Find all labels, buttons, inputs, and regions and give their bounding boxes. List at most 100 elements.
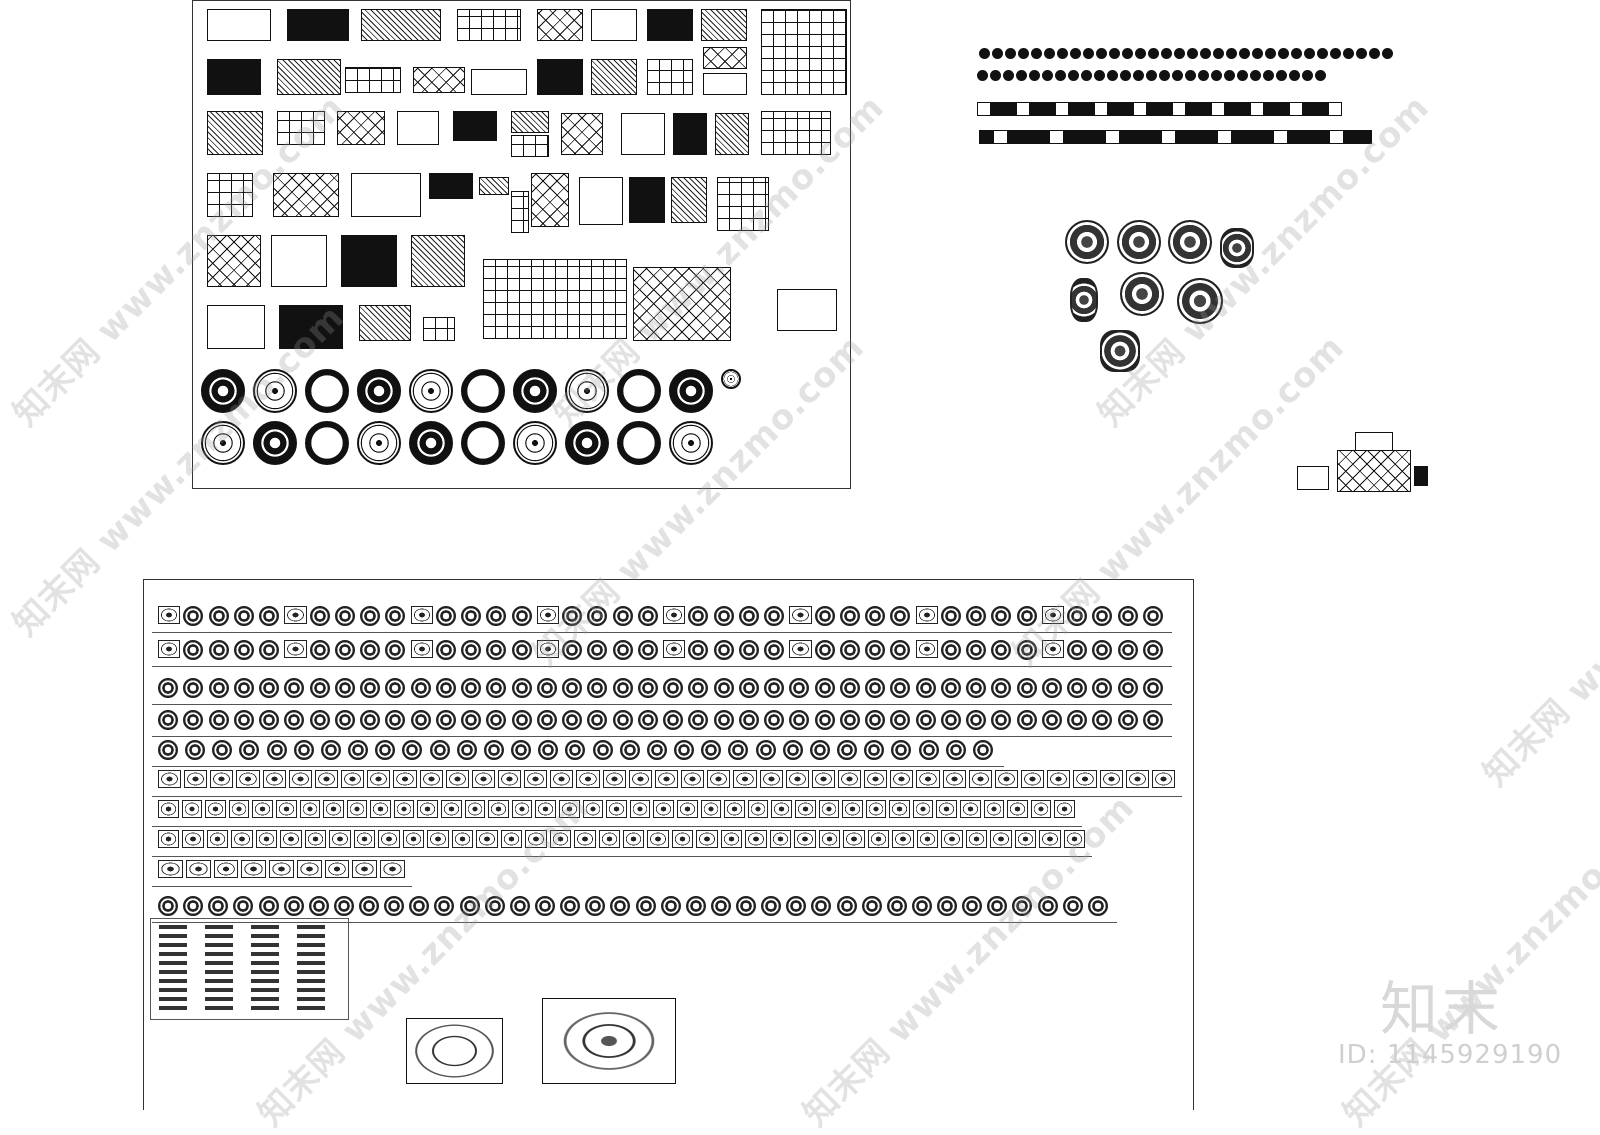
strip-square xyxy=(1081,102,1095,116)
medallion-circle xyxy=(565,421,609,465)
catalog-item xyxy=(346,800,368,818)
catalog-item xyxy=(612,710,633,730)
catalog-item xyxy=(794,830,816,848)
strip-square xyxy=(1315,130,1330,144)
catalog-item xyxy=(233,710,254,730)
catalog-item xyxy=(1142,640,1163,660)
catalog-item xyxy=(259,640,279,660)
catalog-item xyxy=(733,770,757,788)
catalog-item xyxy=(284,606,307,624)
catalog-item xyxy=(309,678,330,698)
strip-square xyxy=(1105,130,1120,144)
catalog-item xyxy=(535,800,556,818)
catalog-item xyxy=(759,770,783,788)
catalog-item xyxy=(940,678,961,698)
catalog-item xyxy=(536,640,559,658)
legend-entry xyxy=(205,970,233,974)
strip-square xyxy=(993,130,1008,144)
strip-medallion xyxy=(1159,70,1170,81)
catalog-item xyxy=(427,830,449,848)
legend-entry xyxy=(297,979,325,983)
catalog-item xyxy=(435,710,456,730)
strip-square xyxy=(1328,102,1342,116)
catalog-item xyxy=(435,678,456,698)
strip-medallion xyxy=(1185,70,1196,81)
catalog-item xyxy=(867,830,890,848)
catalog-item xyxy=(402,740,423,760)
catalog-item xyxy=(786,896,807,916)
strip-medallion xyxy=(1096,48,1107,59)
catalog-item xyxy=(262,770,286,788)
catalog-item xyxy=(275,800,297,818)
catalog-item xyxy=(511,710,532,730)
brand-id: ID: 1145929190 xyxy=(1338,1040,1563,1070)
catalog-item xyxy=(1092,678,1113,698)
catalog-item xyxy=(380,860,405,878)
catalog-item xyxy=(747,800,769,818)
strip-square xyxy=(1021,130,1036,144)
strip-square xyxy=(1237,102,1251,116)
decor-tile xyxy=(207,9,271,41)
catalog-item xyxy=(918,740,939,760)
decor-tile xyxy=(413,67,465,93)
decor-tile xyxy=(621,113,665,155)
strip-medallion xyxy=(1330,48,1341,59)
catalog-item xyxy=(456,740,477,760)
strip-square xyxy=(1029,102,1043,116)
catalog-item xyxy=(1021,770,1045,788)
catalog-item xyxy=(839,710,860,730)
medallion-circle xyxy=(617,421,661,465)
strip-square xyxy=(1289,102,1303,116)
strip-square xyxy=(1189,130,1204,144)
catalog-item xyxy=(839,678,860,698)
strip-square xyxy=(1003,102,1017,116)
decor-tile xyxy=(341,235,397,287)
watermark: 知末网 www.znzmo.com xyxy=(1335,787,1600,1134)
catalog-item xyxy=(654,770,679,788)
medallion-circle xyxy=(253,421,297,465)
medallion-circle xyxy=(617,369,661,413)
catalog-item xyxy=(314,770,339,788)
catalog-item xyxy=(818,830,841,848)
medallion-circle xyxy=(669,369,713,413)
row-divider xyxy=(152,922,1117,923)
catalog-item xyxy=(410,710,431,730)
legend-entry xyxy=(159,970,187,974)
catalog-item xyxy=(814,640,835,660)
catalog-item xyxy=(688,606,709,626)
strip-square xyxy=(1203,130,1218,144)
decor-tile xyxy=(761,111,831,155)
legend-entry xyxy=(205,943,233,947)
catalog-item xyxy=(676,800,698,818)
catalog-item xyxy=(728,740,749,760)
catalog-item xyxy=(915,606,938,624)
catalog-item xyxy=(296,860,322,878)
catalog-item xyxy=(1142,606,1163,626)
catalog-item xyxy=(334,606,355,626)
catalog-item xyxy=(284,678,305,698)
strip-square xyxy=(1077,130,1092,144)
strip-square xyxy=(1068,102,1082,116)
strip-medallion xyxy=(1278,48,1289,59)
legend-entry xyxy=(159,952,187,956)
catalog-item xyxy=(1142,710,1163,730)
catalog-item xyxy=(890,710,911,730)
medallion-strip-sheet xyxy=(975,44,1415,149)
strip-medallion xyxy=(1382,48,1393,59)
strip-square xyxy=(1146,102,1160,116)
catalog-item xyxy=(587,678,608,698)
strip-medallion xyxy=(1200,48,1211,59)
catalog-item xyxy=(646,740,667,760)
catalog-item xyxy=(370,800,391,818)
catalog-item xyxy=(937,896,958,916)
catalog-item xyxy=(966,678,986,698)
catalog-item xyxy=(688,678,709,698)
decor-tile xyxy=(345,67,401,93)
decor-tile xyxy=(647,9,693,41)
watermark: 知末网 www.znzmo.com xyxy=(1475,447,1600,794)
catalog-item xyxy=(814,678,835,698)
catalog-item xyxy=(309,606,330,626)
catalog-item xyxy=(1030,800,1052,818)
catalog-item xyxy=(445,770,469,788)
